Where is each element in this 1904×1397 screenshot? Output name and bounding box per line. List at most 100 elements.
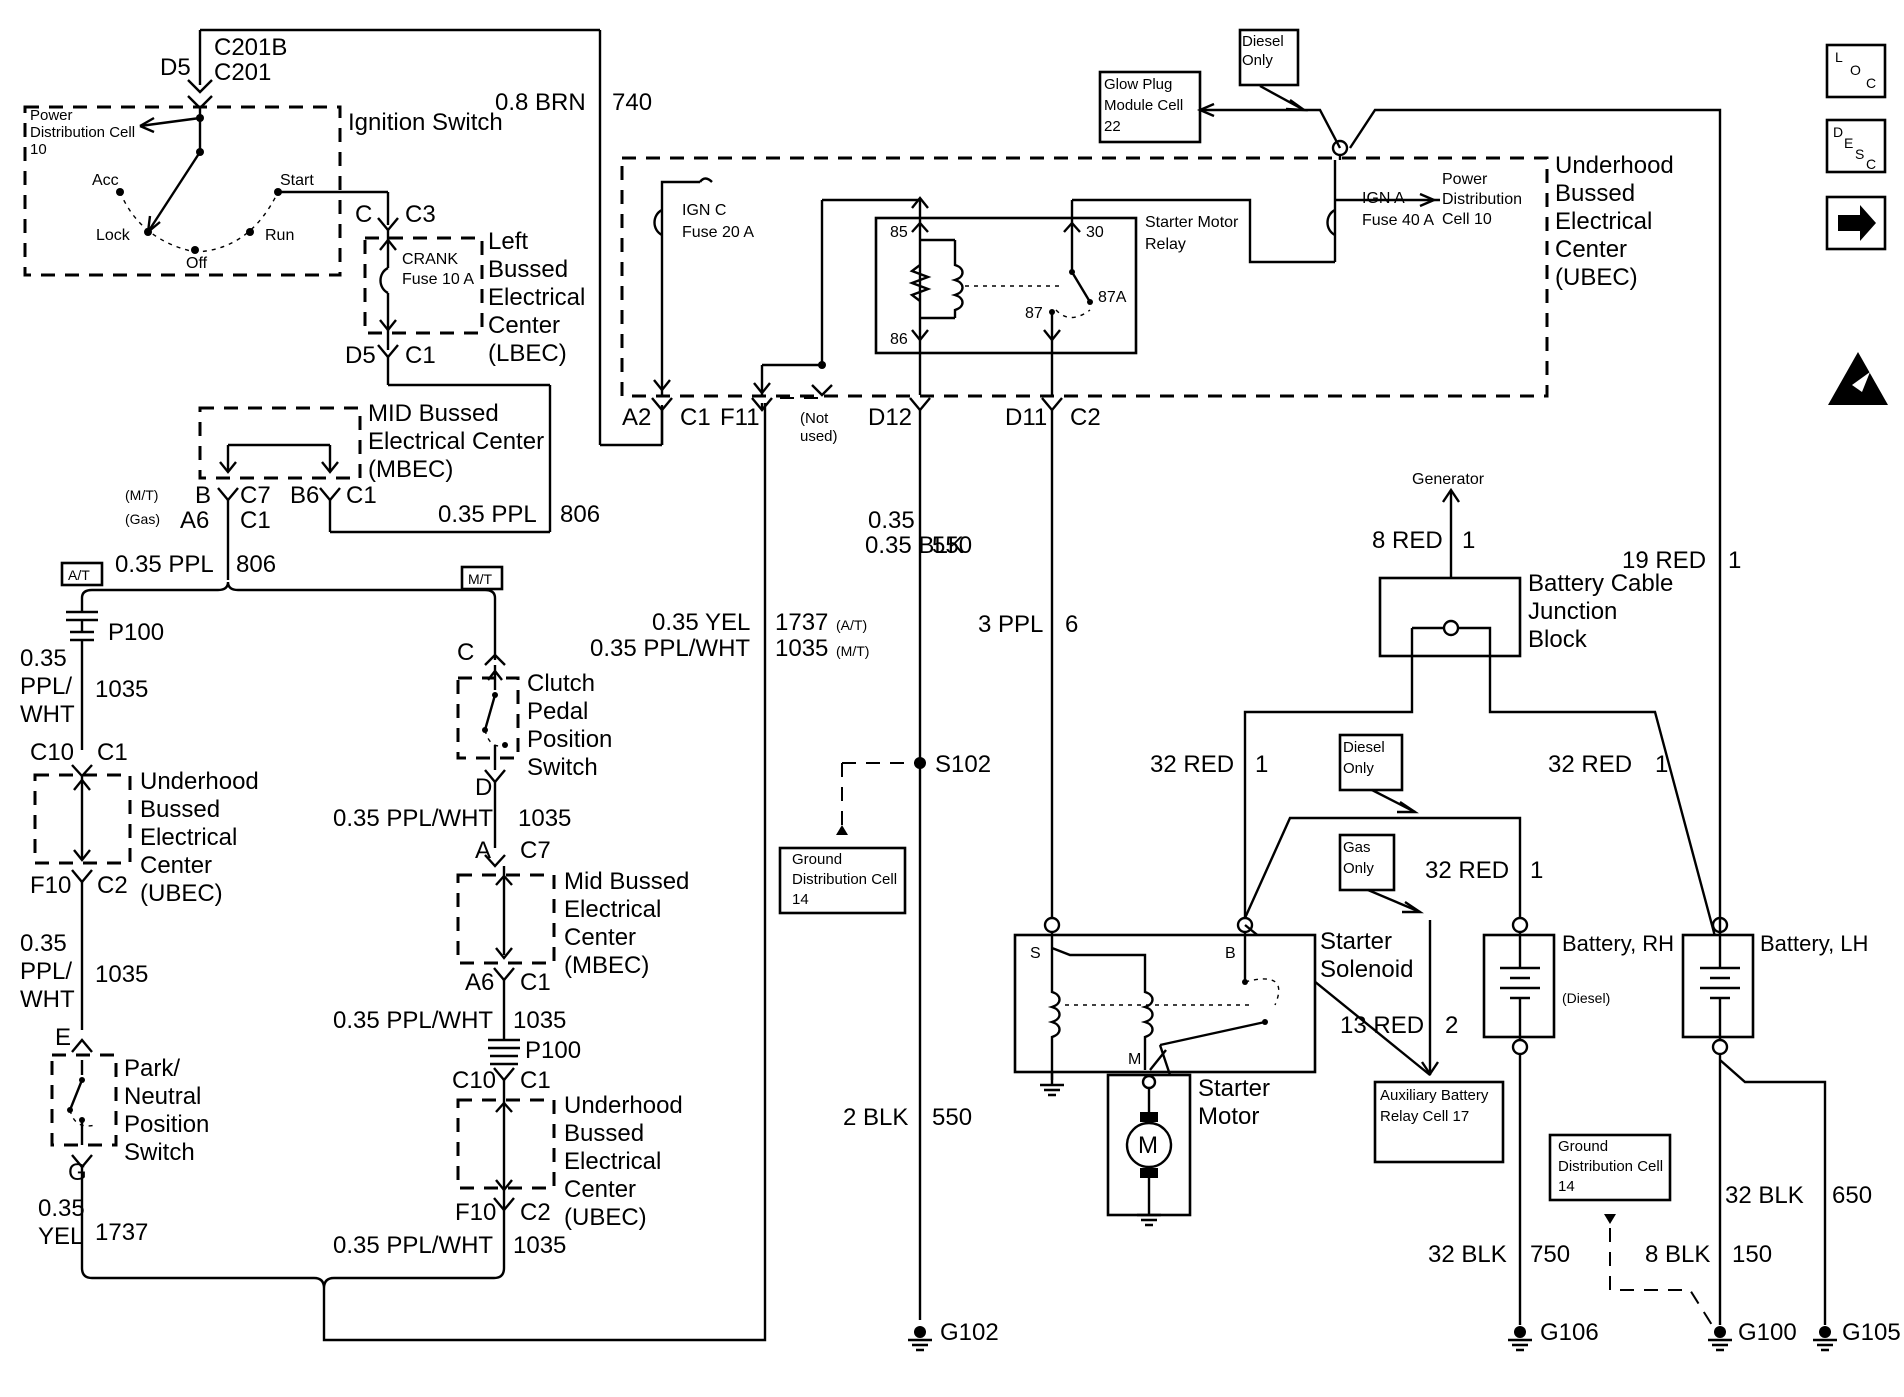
at-tag: A/T: [68, 567, 90, 583]
g105-label: G105: [1842, 1319, 1901, 1346]
starter-motor-m: M: [1138, 1132, 1158, 1159]
at-wire2-circuit: 1035: [95, 961, 148, 988]
d5-label: D5: [160, 54, 191, 81]
s102-label: S102: [935, 751, 991, 778]
mt-wire2-gauge: 0.35 PPL/WHT: [333, 1007, 493, 1034]
red13-circuit: 2: [1445, 1012, 1458, 1039]
diesel-only-tag-top: Diesel Only: [1242, 33, 1284, 69]
ignition-switch-title: Ignition Switch: [348, 109, 503, 136]
mt-wire1-circuit: 1035: [518, 805, 571, 832]
yel-wire-at: (A/T): [836, 617, 867, 633]
yel-wire-circuit: 1737: [775, 609, 828, 636]
blk750-circuit: 750: [1530, 1241, 1570, 1268]
mt-c1: C1: [520, 969, 551, 996]
aux-battery-relay-ref[interactable]: Auxiliary Battery Relay Cell 17: [1380, 1087, 1489, 1125]
mbec-c1b-label: C1: [346, 482, 377, 509]
relay-pin-86: 86: [890, 331, 908, 348]
lbec-c-label: C: [355, 201, 372, 228]
red32a-circuit: 1: [1255, 751, 1268, 778]
wire-740-gauge: 0.8 BRN: [495, 89, 586, 116]
blk750-gauge: 32 BLK: [1428, 1241, 1507, 1268]
ubec-not-used: (Not used): [800, 410, 838, 445]
mbec-gas-label: (Gas): [125, 511, 160, 527]
generator-label: Generator: [1412, 471, 1485, 488]
battery-lh-title: Battery, LH: [1760, 931, 1869, 956]
mbec-a6-label: A6: [180, 507, 209, 534]
lbec: C C3 CRANK Fuse 10 A Left Bussed Electri…: [345, 201, 586, 532]
wire-3ppl: 3 PPL 6: [978, 410, 1078, 918]
starter-motor-title: Starter Motor: [1198, 1075, 1271, 1130]
mt-wire3-circuit: 1035: [513, 1232, 566, 1259]
arrow-right-icon[interactable]: [1825, 195, 1887, 251]
solenoid-m: M: [1128, 1051, 1141, 1068]
at-c1: C1: [97, 739, 128, 766]
loc-icon[interactable]: L O C: [1825, 43, 1887, 99]
blk1-circuit: 550: [932, 532, 972, 559]
mt-d: D: [475, 774, 492, 801]
lbec-c3-label: C3: [405, 201, 436, 228]
mbec-wire1-gauge: 0.35 PPL: [438, 501, 537, 528]
mt-wire1-gauge: 0.35 PPL/WHT: [333, 805, 493, 832]
blk1-gauge: 0.35 BLK: [865, 532, 964, 559]
svg-text:D: D: [1833, 124, 1843, 140]
acc-label: Acc: [92, 172, 119, 189]
ubec-c2: C2: [1070, 404, 1101, 431]
red19-gauge: 19 RED: [1622, 547, 1706, 574]
cpps-title: Clutch Pedal Position Switch: [527, 670, 613, 781]
red8-gauge: 8 RED: [1372, 527, 1443, 554]
esd-warning-icon: [1828, 352, 1888, 405]
lbec-d5-label: D5: [345, 342, 376, 369]
ground-distribution-ref-g100[interactable]: Ground Distribution Cell 14: [1558, 1138, 1664, 1195]
mt-c: C: [457, 639, 474, 666]
mbec-title: MID Bussed Electrical Center (MBEC): [368, 400, 545, 483]
red8-circuit: 1: [1462, 527, 1475, 554]
ubec-d11: D11: [1005, 404, 1047, 431]
solenoid-s: S: [1030, 945, 1041, 962]
g100-label: G100: [1738, 1319, 1797, 1346]
desc-icon[interactable]: D E S C: [1825, 118, 1887, 174]
svg-text:S: S: [1855, 146, 1864, 162]
red32c-circuit: 1: [1530, 857, 1543, 884]
bcjb-title: Battery Cable Junction Block: [1528, 570, 1674, 653]
off-label: Off: [186, 255, 208, 272]
lbec-title: Left Bussed Electrical Center (LBEC): [488, 228, 586, 367]
at-c2: C2: [97, 872, 128, 899]
ppl-wire-circuit: 1035: [775, 635, 828, 662]
wire-740-circuit: 740: [612, 89, 652, 116]
at-chain: P100 0.35 PPL/ WHT 1035 C10 C1 Underhood…: [20, 598, 259, 1268]
red32a-gauge: 32 RED: [1150, 751, 1234, 778]
mbec-c1-label: C1: [240, 507, 271, 534]
run-label: Run: [265, 227, 294, 244]
power-distribution-cell10-ref[interactable]: Power Distribution Cell 10: [30, 107, 136, 158]
battery-section: Generator 8 RED 1 Battery Cable Junction…: [1013, 471, 1901, 1352]
gas-only-tag: Gas Only: [1343, 839, 1374, 877]
start-label: Start: [280, 172, 314, 189]
lbec-c1-label: C1: [405, 342, 436, 369]
at-wire1-circuit: 1035: [95, 676, 148, 703]
ground-550: 0.35 0.35 BLK 550 S102 Ground Distributi…: [778, 410, 999, 1352]
mt-p100: P100: [525, 1037, 581, 1064]
svg-text:L: L: [1835, 49, 1843, 65]
ubec-title: Underhood Bussed Electrical Center (UBEC…: [1555, 152, 1674, 291]
relay-pin-30: 30: [1086, 224, 1104, 241]
ubec-power-distribution-ref[interactable]: Power Distribution Cell 10: [1442, 171, 1523, 228]
g102-label: G102: [940, 1319, 999, 1346]
glow-plug-module-ref[interactable]: Glow Plug Module Cell 22: [1104, 76, 1184, 135]
at-wire3-circuit: 1737: [95, 1219, 148, 1246]
mt-a6: A6: [465, 969, 494, 996]
mbec-b6-label: B6: [290, 482, 319, 509]
ground-distribution-ref-s102[interactable]: Ground Distribution Cell 14: [792, 851, 898, 908]
mt-tag: M/T: [468, 571, 493, 587]
relay-pin-87: 87: [1025, 305, 1043, 322]
blk2-gauge: 2 BLK: [843, 1104, 908, 1131]
glow-plug-section: Diesel Only Glow Plug Module Cell 22: [1098, 28, 1722, 955]
relay-pin-87a: 87A: [1098, 289, 1127, 306]
mbec-wire2-circuit: 806: [236, 551, 276, 578]
option-tags: A/T M/T: [60, 561, 504, 591]
mt-c7: C7: [520, 837, 551, 864]
ubec-c1: C1: [680, 404, 711, 431]
ubec-a2: A2: [622, 404, 651, 431]
ppl-wire-gauge: 0.35 PPL/WHT: [590, 635, 750, 662]
yel-wire-gauge: 0.35 YEL: [652, 609, 750, 636]
